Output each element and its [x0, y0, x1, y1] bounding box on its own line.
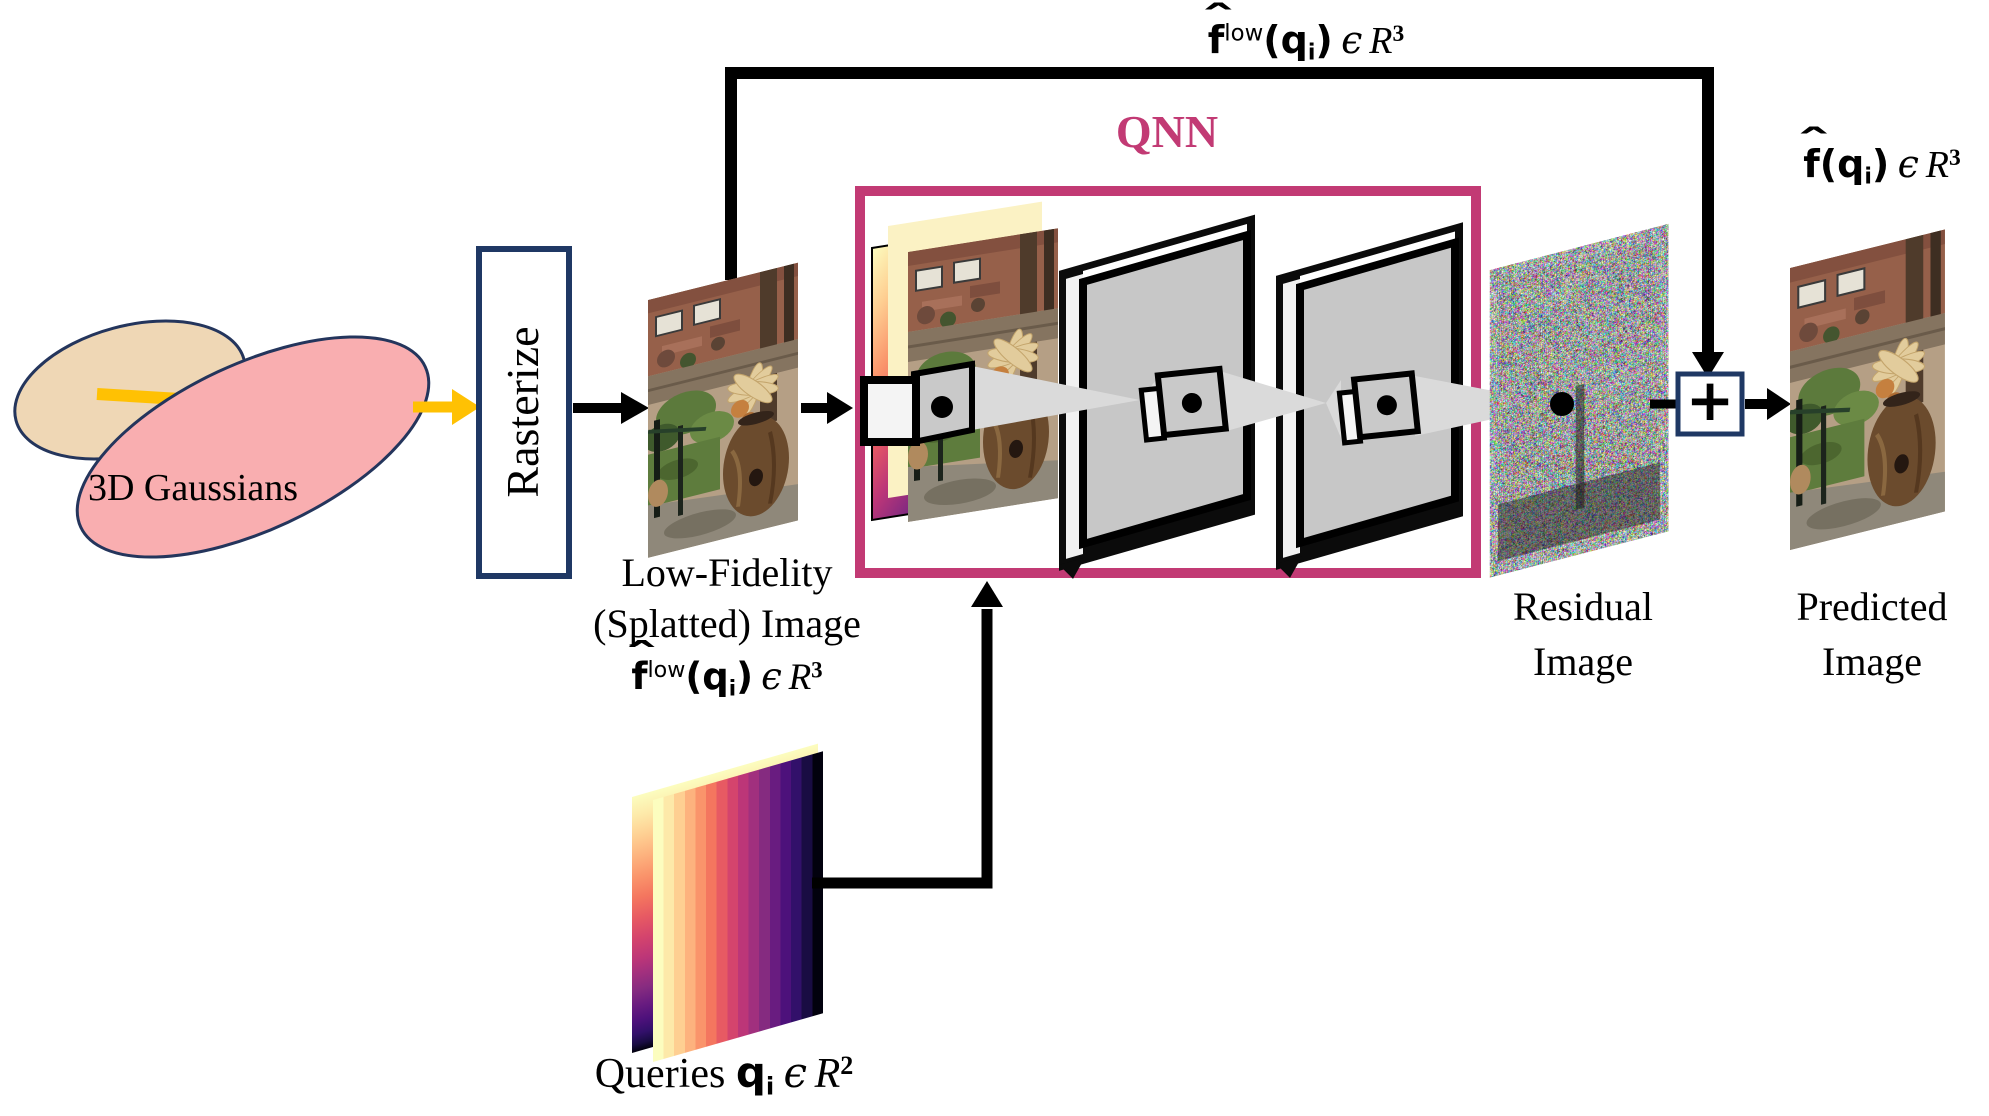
math-sub-i: i: [765, 1071, 775, 1101]
math-q: q: [735, 1048, 766, 1097]
math-R: R: [814, 1051, 841, 1097]
arrow-rasterize-to-image: [573, 392, 649, 424]
hat-accent: ˆ: [624, 635, 660, 679]
math-exp: 3: [1948, 145, 1961, 172]
predicted-image: [1786, 229, 1945, 551]
plus-symbol: +: [1685, 366, 1735, 434]
math-open-paren: (: [1263, 18, 1281, 62]
hat-accent: ˆ: [1200, 0, 1237, 43]
math-q: q: [1280, 18, 1308, 62]
math-q: q: [1837, 142, 1865, 186]
math-q: q: [702, 655, 729, 698]
math-f: f: [631, 655, 648, 698]
qnn-title: QNN: [1115, 106, 1219, 157]
low-fidelity-image: [644, 263, 798, 559]
math-epsilon: ϵ: [1341, 18, 1363, 62]
math-close-paren: ): [1315, 18, 1333, 62]
math-sup-low: low: [647, 656, 686, 683]
conv-fan-2: [1223, 372, 1326, 432]
query-sample-dot: [1550, 392, 1574, 416]
math-f: f: [1207, 18, 1225, 62]
residual-label-line2: Image: [1533, 639, 1633, 684]
low-fidelity-label-line1: Low-Fidelity: [621, 550, 833, 595]
arrow-image-to-qnn: [801, 392, 853, 424]
math-f: f: [1803, 142, 1820, 186]
math-exp: 3: [811, 657, 823, 683]
math-sub-i: i: [1307, 40, 1316, 66]
gaussian-ellipse-pink: [75, 335, 431, 559]
math-close-paren: ): [1871, 142, 1890, 186]
conv-kernel-3: [1336, 370, 1422, 446]
arrow-plus-to-predicted: [1745, 388, 1791, 420]
math-open-paren: (: [685, 655, 703, 698]
hat-accent: ˆ: [1795, 122, 1832, 167]
math-exp: 2: [840, 1050, 854, 1080]
conv-fan-1: [972, 366, 1140, 430]
math-R: R: [1369, 20, 1393, 62]
rasterize-box: [476, 246, 572, 579]
plus-box: [1675, 371, 1745, 437]
conv-fan-3: [1415, 376, 1562, 436]
math-sup-low: low: [1224, 20, 1264, 47]
arrow-gaussians-to-rasterize: [413, 389, 480, 425]
math-epsilon: ϵ: [761, 655, 782, 698]
predicted-label-line2: Image: [1822, 639, 1922, 684]
math-R: R: [1925, 144, 1949, 186]
predicted-label-line1: Predicted: [1796, 584, 1948, 629]
math-epsilon: ϵ: [783, 1048, 808, 1097]
arrow-queries-to-qnn: [812, 581, 1003, 889]
rasterize-label: Rasterize: [497, 326, 548, 498]
queries-word: Queries: [594, 1051, 726, 1097]
low-fidelity-label-line2: (Splatted) Image: [593, 601, 861, 646]
residual-label-line1: Residual: [1513, 584, 1653, 629]
math-open-paren: (: [1819, 142, 1838, 186]
math-sub-i: i: [1864, 164, 1872, 190]
math-close-paren: ): [736, 655, 754, 698]
queries-map-front: [653, 751, 823, 1062]
math-epsilon: ϵ: [1897, 142, 1919, 186]
residual-image: [1494, 240, 1660, 562]
skip-connection-line: [725, 67, 1724, 378]
math-sub-i: i: [728, 676, 737, 702]
conv-kernel-2: [1138, 365, 1230, 443]
gaussians-label: 3D Gaussians: [87, 467, 299, 509]
conv-kernel-1: [860, 360, 975, 446]
math-exp: 3: [1392, 21, 1405, 48]
math-R: R: [788, 657, 812, 698]
